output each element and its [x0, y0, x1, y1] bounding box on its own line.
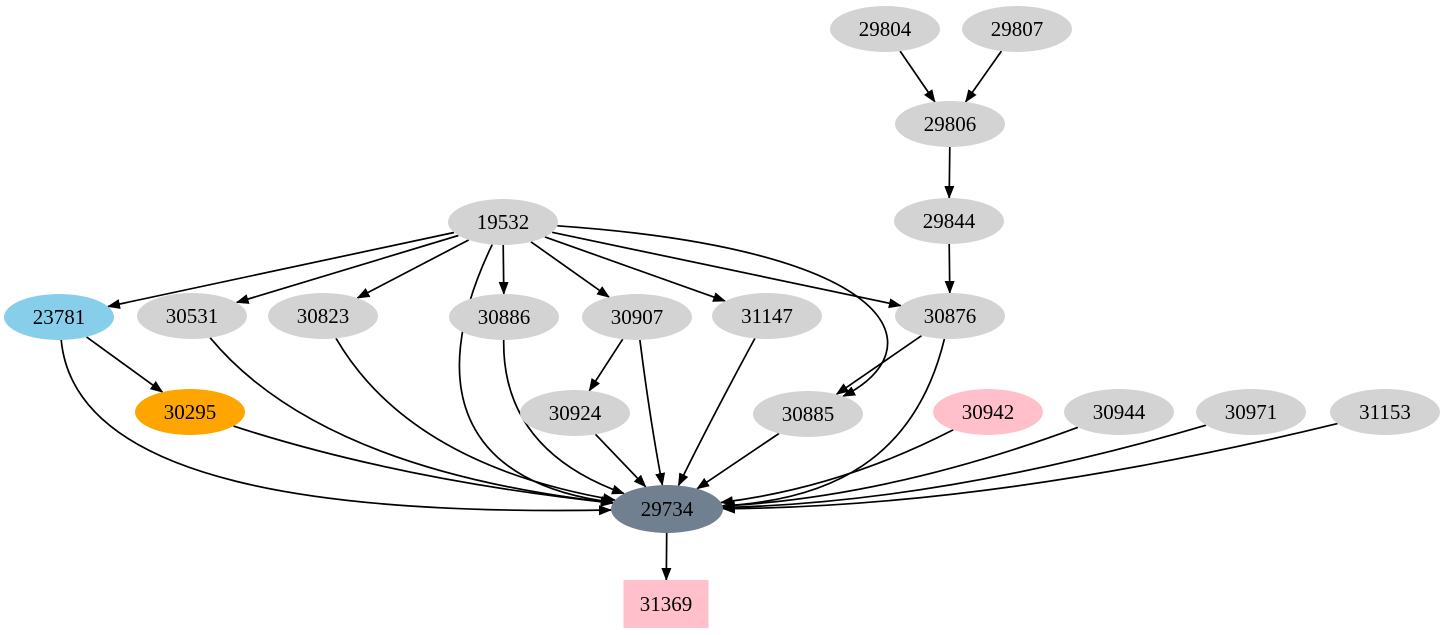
node-ellipse-30942 — [933, 389, 1043, 435]
node-label-30885: 30885 — [782, 402, 835, 426]
node-label-30823: 30823 — [297, 304, 350, 328]
graph-node-19532: 19532 — [448, 199, 558, 245]
graph-node-29844: 29844 — [894, 198, 1004, 244]
node-ellipse-30924 — [520, 390, 630, 436]
edge-29806-29844 — [944, 146, 955, 199]
node-label-30944: 30944 — [1093, 400, 1146, 424]
graph-node-30876: 30876 — [895, 293, 1005, 339]
node-ellipse-29804 — [830, 6, 940, 52]
node-label-30295: 30295 — [164, 400, 217, 424]
graph-node-29807: 29807 — [962, 6, 1072, 52]
edge-29807-29806 — [964, 50, 1003, 103]
node-ellipse-30907 — [582, 294, 692, 340]
node-label-31153: 31153 — [1359, 400, 1411, 424]
node-ellipse-30823 — [268, 293, 378, 339]
edge-23781-29734 — [60, 339, 612, 516]
node-ellipse-29807 — [962, 6, 1072, 52]
graph-node-31153: 31153 — [1330, 389, 1440, 435]
edge-29804-29806 — [899, 50, 936, 103]
edges-layer — [60, 50, 1338, 581]
edge-30944-29734 — [721, 426, 1079, 511]
graph-node-29804: 29804 — [830, 6, 940, 52]
graph-node-30531: 30531 — [137, 293, 247, 339]
node-label-29844: 29844 — [923, 209, 976, 233]
node-ellipse-23781 — [4, 294, 114, 340]
node-label-19532: 19532 — [477, 210, 530, 234]
edge-23781-30295 — [86, 336, 164, 393]
node-ellipse-29806 — [895, 101, 1005, 147]
graph-node-30942: 30942 — [933, 389, 1043, 435]
edge-30924-29734 — [594, 433, 647, 488]
edge-30885-29734 — [696, 432, 780, 490]
edge-30907-30924 — [588, 338, 624, 392]
edge-30876-30885 — [835, 335, 922, 395]
node-label-30886: 30886 — [478, 305, 531, 329]
node-label-31369: 31369 — [640, 592, 693, 616]
graph-node-30924: 30924 — [520, 390, 630, 436]
node-ellipse-31147 — [712, 293, 822, 339]
node-label-30942: 30942 — [962, 400, 1015, 424]
edge-19532-30876 — [551, 231, 902, 309]
graph-node-30971: 30971 — [1196, 389, 1306, 435]
node-label-29807: 29807 — [991, 17, 1044, 41]
edge-19532-30885 — [557, 224, 889, 398]
node-ellipse-29734 — [611, 485, 723, 533]
graph-node-30885: 30885 — [753, 391, 863, 437]
graph-node-31369: 31369 — [623, 580, 709, 628]
edge-31147-29734 — [677, 337, 756, 487]
node-label-30876: 30876 — [924, 304, 977, 328]
graph-node-30295: 30295 — [135, 389, 245, 435]
graph-node-30944: 30944 — [1064, 389, 1174, 435]
edge-19532-30531 — [235, 234, 459, 304]
edge-30531-29734 — [209, 337, 614, 507]
graph-node-30907: 30907 — [582, 294, 692, 340]
node-label-31147: 31147 — [741, 304, 793, 328]
node-ellipse-30944 — [1064, 389, 1174, 435]
node-label-30531: 30531 — [166, 304, 219, 328]
edge-30907-29734 — [639, 339, 666, 487]
graph-node-30823: 30823 — [268, 293, 378, 339]
node-label-30971: 30971 — [1225, 400, 1278, 424]
node-ellipse-30295 — [135, 389, 245, 435]
edge-30823-29734 — [335, 337, 616, 503]
node-box-31369 — [623, 580, 709, 628]
node-ellipse-30876 — [895, 293, 1005, 339]
node-label-30924: 30924 — [549, 401, 602, 425]
graph-node-29734: 29734 — [611, 485, 723, 533]
graph-node-30886: 30886 — [449, 294, 559, 340]
edge-30971-29734 — [721, 424, 1207, 513]
node-ellipse-30971 — [1196, 389, 1306, 435]
graph-node-29806: 29806 — [895, 101, 1005, 147]
node-label-29734: 29734 — [641, 497, 694, 521]
node-label-30907: 30907 — [611, 305, 664, 329]
node-ellipse-19532 — [448, 199, 558, 245]
node-label-29806: 29806 — [924, 112, 977, 136]
edge-19532-30823 — [356, 239, 469, 299]
edge-19532-30886 — [498, 244, 509, 295]
graph-node-23781: 23781 — [4, 294, 114, 340]
edge-30295-29734 — [233, 425, 614, 507]
nodes-layer: 29804 29807 29806 29844 19532 23781 30531 30823… — [4, 6, 1440, 628]
edge-29844-30876 — [944, 243, 955, 294]
edge-19532-31147 — [544, 236, 727, 302]
node-ellipse-30531 — [137, 293, 247, 339]
node-ellipse-29844 — [894, 198, 1004, 244]
edge-19532-23781 — [107, 231, 455, 309]
node-label-29804: 29804 — [859, 17, 912, 41]
edge-31153-29734 — [722, 422, 1338, 514]
edge-30942-29734 — [719, 429, 954, 507]
edge-19532-30907 — [530, 241, 610, 298]
node-label-23781: 23781 — [33, 305, 86, 329]
node-ellipse-30886 — [449, 294, 559, 340]
graph-node-31147: 31147 — [712, 293, 822, 339]
node-ellipse-30885 — [753, 391, 863, 437]
edge-30886-29734 — [502, 339, 625, 495]
edge-30876-29734 — [721, 338, 946, 511]
node-ellipse-31153 — [1330, 389, 1440, 435]
